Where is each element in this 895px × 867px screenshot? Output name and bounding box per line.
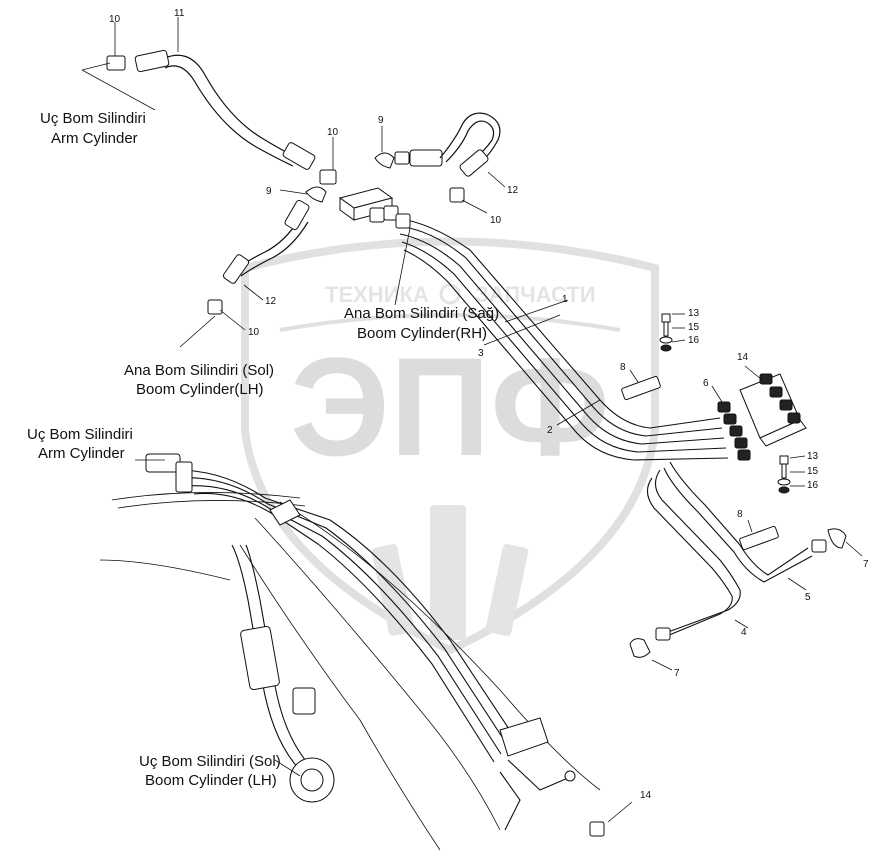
- part-number: 16: [688, 335, 700, 346]
- part-number: 10: [327, 127, 339, 138]
- caption-boom-rh-tr: Ana Bom Silindiri (Sağ): [344, 305, 499, 322]
- boom-rh-hose-assembly: [439, 112, 506, 214]
- caption-arm-low-tr: Uç Bom Silindiri (Sol): [139, 753, 281, 770]
- part-number: 8: [620, 362, 626, 373]
- caption-arm-top-tr: Uç Bom Silindiri: [40, 110, 146, 127]
- part-number: 1: [562, 294, 568, 305]
- caption-boom-lh-en: Boom Cylinder(LH): [136, 381, 264, 398]
- watermark-logo-letters: ЭПФ: [290, 328, 610, 485]
- arm-cylinder-hose-assembly: [81, 17, 337, 185]
- boom-lh-hose-assembly: [179, 199, 310, 348]
- part-numbers: 10 11 10 9 9 12 10 12 10 1 3 2 13 15 16 …: [109, 8, 869, 801]
- captions: Uç Bom Silindiri Arm Cylinder Ana Bom Si…: [27, 110, 499, 789]
- clamp-set-upper: [621, 313, 686, 401]
- part-number: 4: [741, 627, 747, 638]
- boom-structure: [99, 453, 633, 851]
- part-number: 7: [863, 559, 869, 570]
- part-number: 14: [640, 790, 652, 801]
- part-number: 12: [265, 296, 277, 307]
- caption-arm-low-en: Boom Cylinder (LH): [145, 772, 277, 789]
- caption-arm-top-en: Arm Cylinder: [51, 130, 138, 147]
- part-number: 13: [807, 451, 819, 462]
- part-number: 12: [507, 185, 519, 196]
- part-number: 16: [807, 480, 819, 491]
- caption-arm-mid-tr: Uç Bom Silindiri: [27, 426, 133, 443]
- part-number: 10: [248, 327, 260, 338]
- part-number: 9: [266, 186, 272, 197]
- part-number: 7: [674, 668, 680, 679]
- clamp-set-lower: [739, 455, 806, 551]
- part-number: 10: [109, 14, 121, 25]
- watermark-brand-left: ТЕХНИКА: [325, 282, 429, 307]
- part-number: 5: [805, 592, 811, 603]
- main-pipe-bundle: [369, 205, 729, 461]
- part-number: 8: [737, 509, 743, 520]
- part-number: 14: [737, 352, 749, 363]
- watermark: ТЕХНИКА ЗАПЧАСТИ ЭПФ: [241, 237, 659, 655]
- part-number: 9: [378, 115, 384, 126]
- part-number: 15: [807, 466, 819, 477]
- watermark-gear-icon: [439, 283, 461, 305]
- part-number: 11: [174, 8, 185, 19]
- watermark-brand-right: ЗАПЧАСТИ: [475, 282, 596, 307]
- caption-boom-rh-en: Boom Cylinder(RH): [357, 325, 487, 342]
- watermark-wheat-icon: [371, 505, 529, 640]
- part-number: 2: [547, 425, 553, 436]
- junction-block: [279, 126, 443, 221]
- part-number: 3: [478, 348, 484, 359]
- part-number: 10: [490, 215, 502, 226]
- manifold-bracket: [711, 365, 807, 461]
- caption-boom-lh-tr: Ana Bom Silindiri (Sol): [124, 362, 274, 379]
- caption-arm-mid-en: Arm Cylinder: [38, 445, 125, 462]
- part-number: 15: [688, 322, 700, 333]
- part-number: 6: [703, 378, 709, 389]
- return-pipes: [629, 461, 863, 671]
- part-number: 13: [688, 308, 700, 319]
